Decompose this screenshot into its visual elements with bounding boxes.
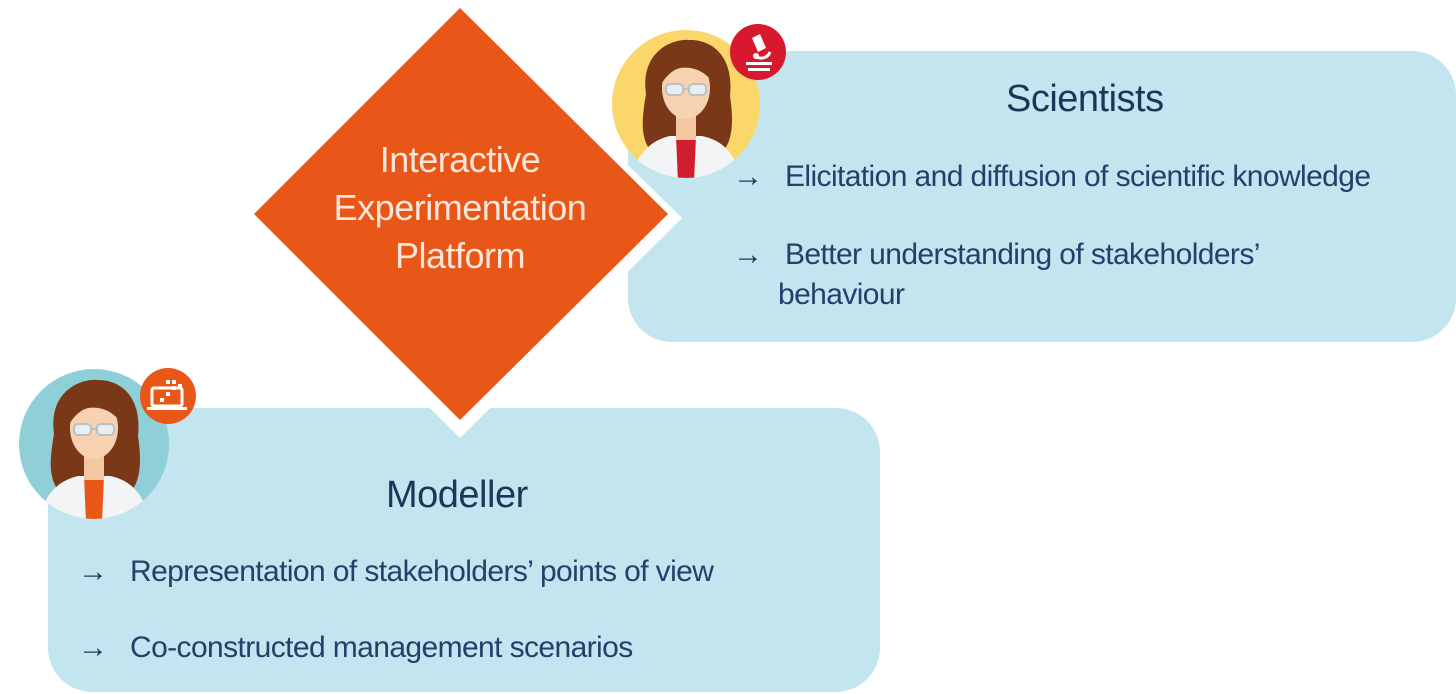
arrow-icon: → [78,555,108,588]
laptop-icon [140,368,196,424]
diamond-label-line-3: Platform [394,235,526,276]
scientist-avatar [612,24,786,178]
modeller-avatar [19,368,196,519]
bullet-text: Co-constructed management scenarios [130,631,633,664]
microscope-icon [730,24,786,80]
modeller-bullet-1: → Representation of stakeholders’ points… [78,552,714,592]
diamond-shape [238,0,682,438]
modeller-card: Modeller → Representation of stakeholder… [48,408,880,692]
scientists-title: Scientists [1006,78,1164,120]
bullet-text: Representation of stakeholders’ points o… [130,555,714,588]
scientists-bullet-1: → Elicitation and diffusion of scientifi… [733,157,1371,197]
diamond-label-line-1: Interactive [379,139,541,180]
arrow-icon: → [733,160,763,193]
bullet-text-line-1: Better understanding of stakeholders’ [785,238,1260,271]
platform-diamond: Interactive Experimentation Platform [230,0,690,452]
bullet-text-line-2: behaviour [778,278,905,311]
scientists-card: Scientists → Elicitation and diffusion o… [628,51,1456,342]
arrow-icon: → [733,238,763,271]
bullet-text: Elicitation and diffusion of scientific … [785,160,1371,193]
scientists-bullet-2: → Better understanding of stakeholders’ … [733,235,1260,315]
modeller-title: Modeller [386,474,528,516]
modeller-bullet-2: → Co-constructed management scenarios [78,628,633,668]
diamond-label-line-2: Experimentation [333,187,587,228]
arrow-icon: → [78,631,108,664]
